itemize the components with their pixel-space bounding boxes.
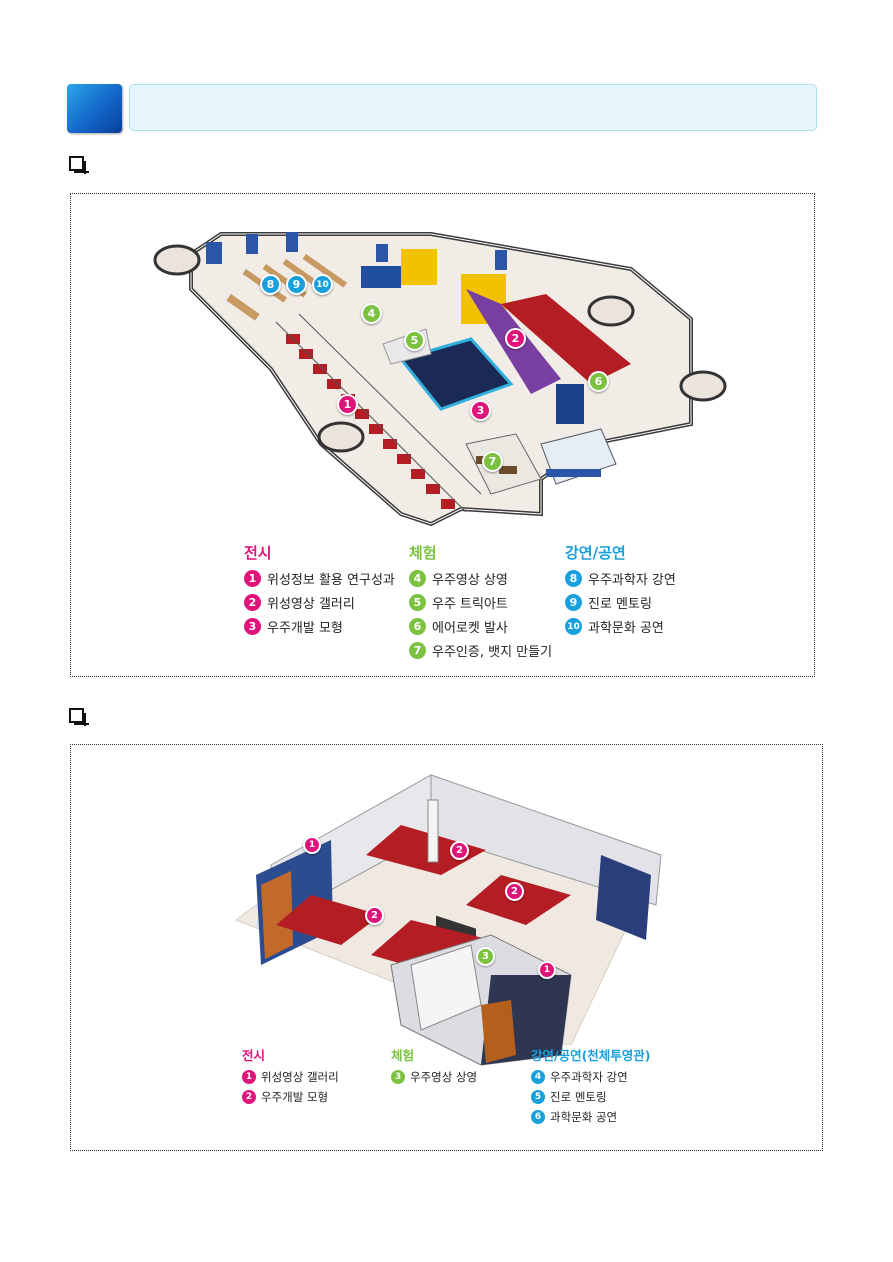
floor-plan-illustration-2 bbox=[234, 774, 662, 1066]
marker-1: 1 bbox=[303, 836, 321, 854]
legend-label: 과학문화 공연 bbox=[550, 1110, 618, 1124]
legend-item: 2 위성영상 갤러리 bbox=[244, 593, 395, 612]
number-badge: 5 bbox=[531, 1090, 545, 1104]
number-badge: 3 bbox=[244, 618, 261, 635]
marker-4: 4 bbox=[361, 303, 382, 324]
marker-1: 1 bbox=[538, 961, 556, 979]
number-badge: 6 bbox=[409, 618, 426, 635]
number-badge: 1 bbox=[244, 570, 261, 587]
legend-item: 5 우주 트릭아트 bbox=[409, 593, 552, 612]
legend-label: 진로 멘토링 bbox=[550, 1090, 607, 1104]
legend-item: 1 위성정보 활용 연구성과 bbox=[244, 569, 395, 588]
legend-label: 과학문화 공연 bbox=[588, 621, 664, 636]
legend-label: 진로 멘토링 bbox=[588, 597, 652, 612]
marker-2: 2 bbox=[505, 328, 526, 349]
marker-3: 3 bbox=[476, 947, 495, 966]
legend-label: 우주과학자 강연 bbox=[550, 1070, 628, 1084]
legend-item: 2 우주개발 모형 bbox=[242, 1089, 339, 1105]
legend-experience: 체험 3 우주영상 상영 bbox=[391, 1045, 477, 1085]
checkbox-icon bbox=[69, 708, 89, 726]
number-badge: 2 bbox=[244, 594, 261, 611]
legend-lecture: 강연/공연(천체투영관) 4 우주과학자 강연 5 진로 멘토링 6 과학문화 공연 bbox=[531, 1045, 651, 1125]
legend-item: 6 에어로켓 발사 bbox=[409, 617, 552, 636]
legend-label: 우주 트릭아트 bbox=[432, 597, 508, 612]
number-badge: 9 bbox=[565, 594, 582, 611]
legend-item: 6 과학문화 공연 bbox=[531, 1109, 651, 1125]
marker-9: 9 bbox=[286, 274, 307, 295]
marker-3: 3 bbox=[470, 400, 491, 421]
marker-6: 6 bbox=[588, 371, 609, 392]
legend-label: 위성정보 활용 연구성과 bbox=[267, 573, 395, 588]
number-badge: 1 bbox=[242, 1070, 256, 1084]
number-badge: 7 bbox=[409, 642, 426, 659]
marker-5: 5 bbox=[404, 330, 425, 351]
number-badge: 4 bbox=[531, 1070, 545, 1084]
legend-item: 10 과학문화 공연 bbox=[565, 617, 676, 636]
legend-item: 8 우주과학자 강연 bbox=[565, 569, 676, 588]
legend-lecture: 강연/공연 8 우주과학자 강연 9 진로 멘토링 10 과학문화 공연 bbox=[565, 542, 676, 636]
marker-10: 10 bbox=[312, 274, 333, 295]
legend-label: 위성영상 갤러리 bbox=[261, 1070, 339, 1084]
legend-label: 우주영상 상영 bbox=[410, 1070, 478, 1084]
number-badge: 3 bbox=[391, 1070, 405, 1084]
legend-item: 3 우주영상 상영 bbox=[391, 1069, 477, 1085]
legend-label: 우주개발 모형 bbox=[267, 621, 343, 636]
section-number-block bbox=[67, 84, 122, 133]
legend-exhibit: 전시 1 위성영상 갤러리 2 우주개발 모형 bbox=[242, 1045, 339, 1105]
number-badge: 6 bbox=[531, 1110, 545, 1124]
legend-experience-heading: 체험 bbox=[391, 1048, 415, 1063]
legend-lecture-heading: 강연/공연 bbox=[565, 544, 626, 562]
legend-experience: 체험 4 우주영상 상영 5 우주 트릭아트 6 에어로켓 발사 7 우주인증, 뱃지 … bbox=[409, 542, 552, 660]
checkbox-icon bbox=[69, 156, 89, 174]
title-bar bbox=[129, 84, 817, 131]
marker-1: 1 bbox=[337, 394, 358, 415]
marker-8: 8 bbox=[260, 274, 281, 295]
legend-item: 7 우주인증, 뱃지 만들기 bbox=[409, 641, 552, 660]
number-badge: 5 bbox=[409, 594, 426, 611]
legend-exhibit-heading: 전시 bbox=[244, 544, 272, 562]
legend-lecture-heading: 강연/공연(천체투영관) bbox=[531, 1048, 651, 1063]
legend-item: 9 진로 멘토링 bbox=[565, 593, 676, 612]
legend-item: 1 위성영상 갤러리 bbox=[242, 1069, 339, 1085]
legend-experience-heading: 체험 bbox=[409, 544, 437, 562]
legend-label: 우주인증, 뱃지 만들기 bbox=[432, 645, 553, 660]
legend-label: 우주과학자 강연 bbox=[588, 573, 676, 588]
number-badge: 4 bbox=[409, 570, 426, 587]
number-badge: 10 bbox=[565, 618, 582, 635]
number-badge: 8 bbox=[565, 570, 582, 587]
legend-label: 에어로켓 발사 bbox=[432, 621, 508, 636]
marker-2: 2 bbox=[365, 906, 384, 925]
legend-label: 위성영상 갤러리 bbox=[267, 597, 355, 612]
legend-label: 우주영상 상영 bbox=[432, 573, 508, 588]
number-badge: 2 bbox=[242, 1090, 256, 1104]
legend-label: 우주개발 모형 bbox=[261, 1090, 329, 1104]
floor-plan-frame-2: 1 2 2 2 3 1 전시 1 위성영상 갤러리 2 우주개발 모형 체험 3 우주… bbox=[70, 744, 823, 1151]
legend-item: 5 진로 멘토링 bbox=[531, 1089, 651, 1105]
marker-2: 2 bbox=[505, 882, 524, 901]
legend-exhibit: 전시 1 위성정보 활용 연구성과 2 위성영상 갤러리 3 우주개발 모형 bbox=[244, 542, 395, 636]
marker-7: 7 bbox=[482, 451, 503, 472]
legend-item: 3 우주개발 모형 bbox=[244, 617, 395, 636]
legend-item: 4 우주과학자 강연 bbox=[531, 1069, 651, 1085]
legend-exhibit-heading: 전시 bbox=[242, 1048, 266, 1063]
legend-item: 4 우주영상 상영 bbox=[409, 569, 552, 588]
marker-2: 2 bbox=[450, 841, 469, 860]
